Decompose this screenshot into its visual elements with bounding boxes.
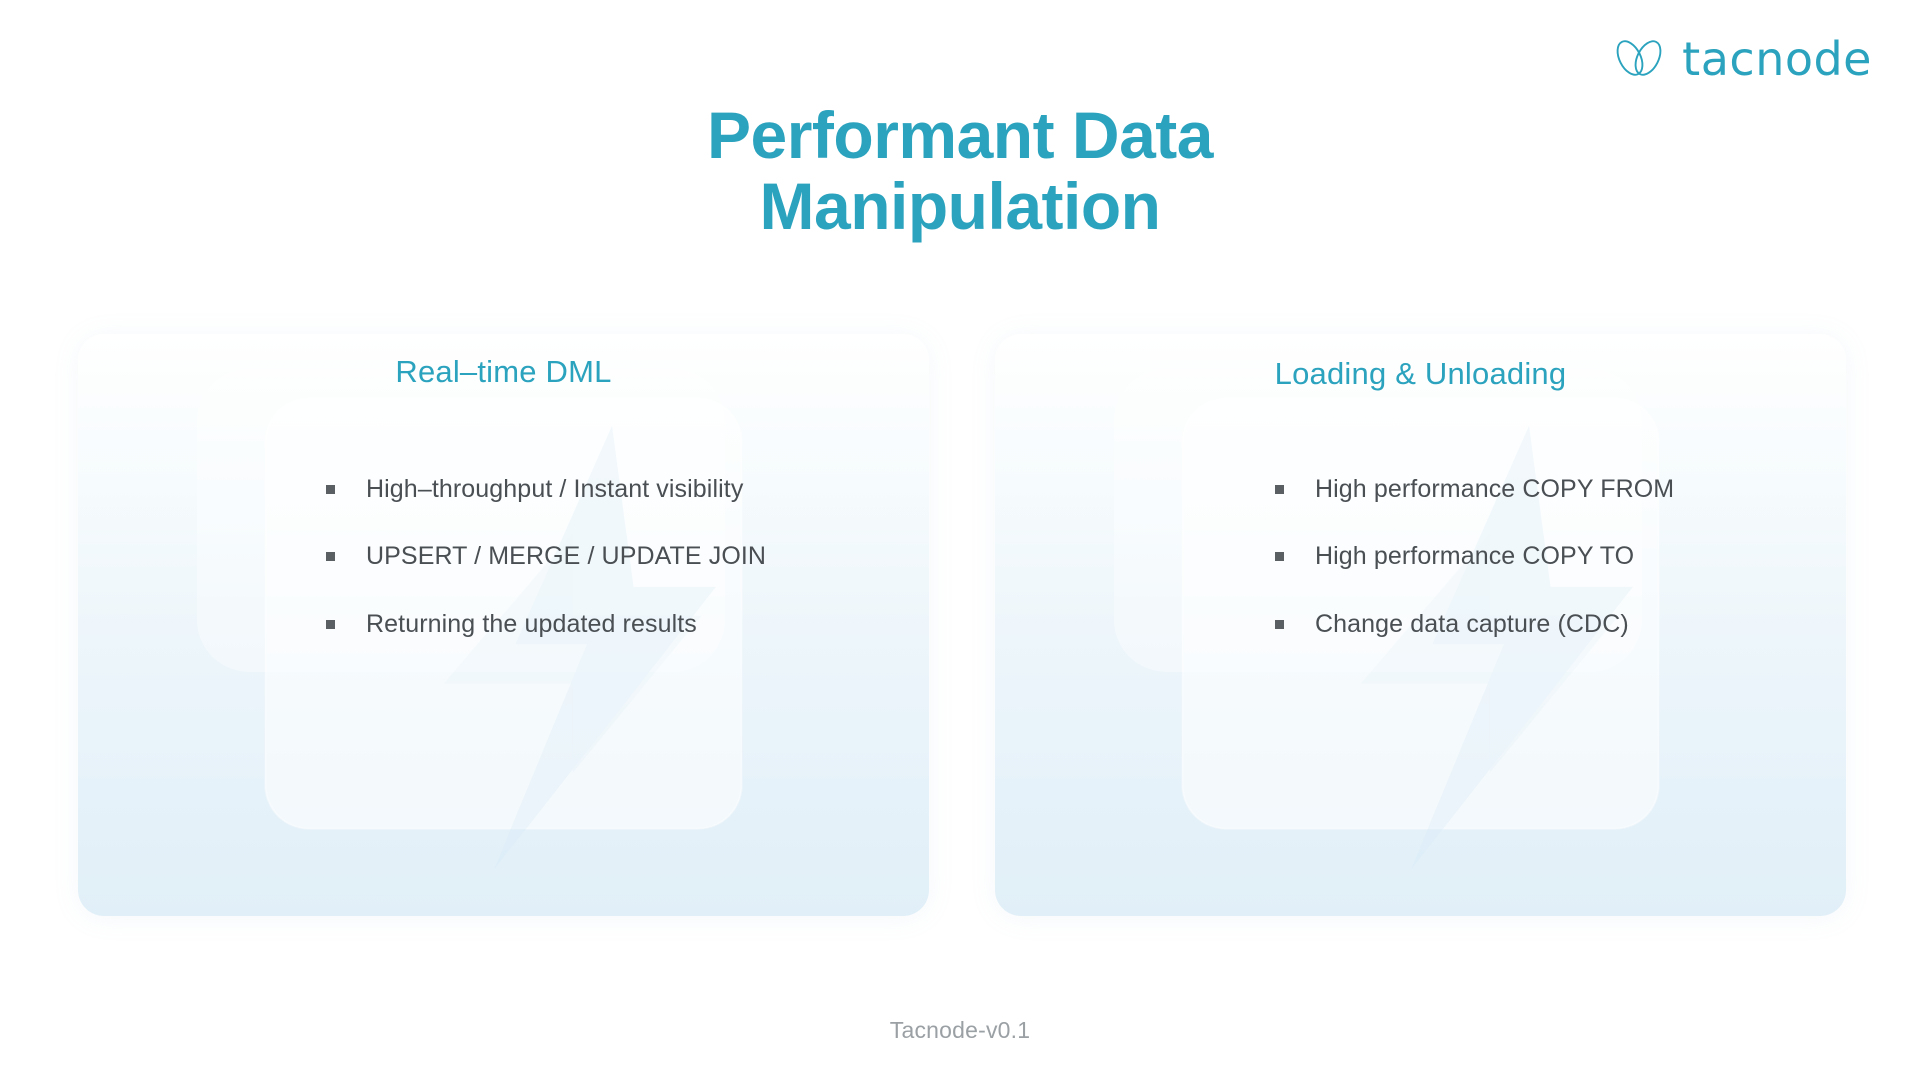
page-title-line-1: Performant Data [707,98,1213,173]
list-item: UPSERT / MERGE / UPDATE JOIN [326,541,929,572]
card-content: Loading & Unloading High performance COP… [995,334,1846,916]
watermark-rounded-rect-icon [265,398,742,829]
page-title: Performant Data Manipulation [410,98,1510,244]
list-item: High performance COPY TO [1275,541,1846,572]
bullet-list: High performance COPY FROM High performa… [995,474,1846,676]
watermark-rounded-rect-icon [1182,398,1659,829]
list-item-label: High performance COPY TO [1315,542,1635,571]
list-item: High performance COPY FROM [1275,474,1846,505]
footer-version-label: Tacnode-v0.1 [889,1017,1031,1043]
brand-logo-text: tacnode [1682,32,1872,86]
list-item-label: Change data capture (CDC) [1315,609,1629,638]
list-item-label: High–throughput / Instant visibility [366,475,744,503]
list-item: Change data capture (CDC) [1275,609,1846,640]
list-item: High–throughput / Instant visibility [326,474,929,505]
list-item-label: Returning the updated results [366,609,697,638]
watermark-arrow-icon [333,415,827,881]
page-title-line-2: Manipulation [759,169,1161,244]
card-grid: Real–time DML High–throughput / Instant … [78,334,1846,916]
watermark-arrow-icon [1250,415,1744,881]
square-bullet-icon [1275,552,1284,562]
card-content: Real–time DML High–throughput / Instant … [78,334,929,916]
tacnode-butterfly-mark-icon [1610,36,1668,82]
card-heading: Loading & Unloading [1274,356,1567,391]
square-bullet-icon [326,485,335,494]
square-bullet-icon [326,552,335,562]
list-item-label: High performance COPY FROM [1315,475,1675,503]
bullet-list: High–throughput / Instant visibility UPS… [78,474,929,676]
card-heading: Real–time DML [395,354,612,389]
list-item-label: UPSERT / MERGE / UPDATE JOIN [366,542,767,571]
square-bullet-icon [326,619,335,629]
brand-logo: tacnode [1610,30,1872,88]
list-item: Returning the updated results [326,609,929,640]
square-bullet-icon [1275,485,1284,494]
card-real-time-dml: Real–time DML High–throughput / Instant … [78,334,929,916]
square-bullet-icon [1275,619,1284,629]
card-loading-unloading: Loading & Unloading High performance COP… [995,334,1846,916]
